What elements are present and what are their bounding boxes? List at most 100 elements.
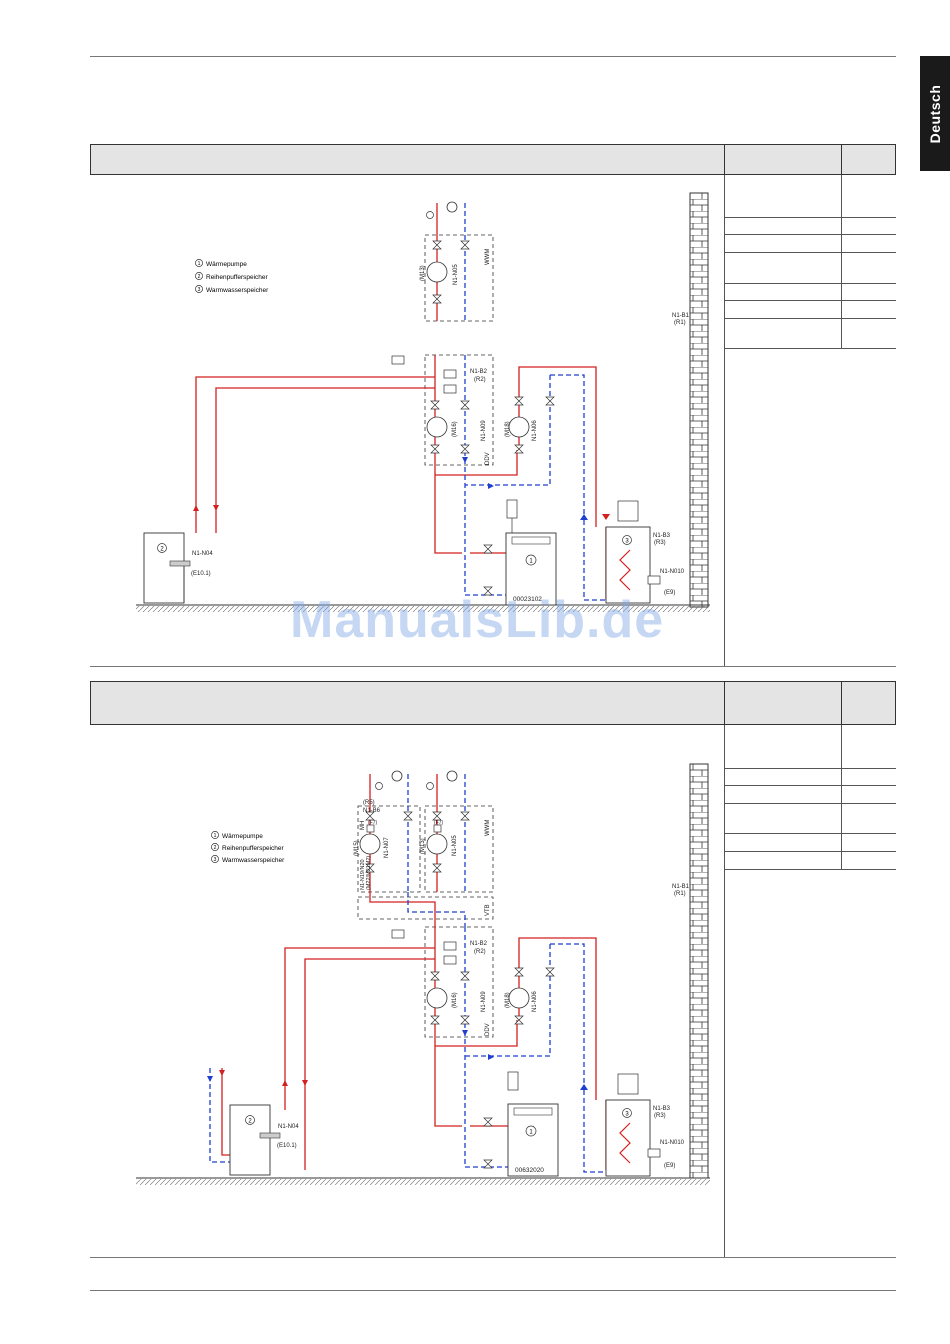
svg-text:N1-N09: N1-N09 (481, 420, 487, 441)
svg-text:2: 2 (198, 274, 201, 280)
diagram1-labels: WWM (M13) N1-N05 N1-B2 (R2) (M16) N1-N09… (191, 249, 690, 603)
flow-arrows (207, 1030, 588, 1090)
svg-text:N1-N19/N20: N1-N19/N20 (360, 859, 366, 890)
svg-text:N1-N07: N1-N07 (384, 837, 390, 858)
svg-text:VTB: VTB (485, 904, 491, 916)
svg-text:2: 2 (214, 845, 217, 851)
legend-item-buffer: Reihenpufferspeicher (206, 274, 269, 281)
wall (689, 763, 709, 1179)
section1-header (90, 144, 896, 175)
language-tab[interactable]: Deutsch (920, 56, 950, 171)
svg-text:(M13): (M13) (420, 838, 426, 854)
svg-text:WWM: WWM (485, 249, 491, 265)
svg-text:N1-B2: N1-B2 (470, 941, 488, 947)
ground (136, 606, 710, 612)
module-ddv (424, 354, 494, 466)
svg-text:N1-N010: N1-N010 (660, 569, 685, 575)
svg-text:(R3): (R3) (654, 540, 666, 546)
dhw-tank (605, 526, 651, 604)
svg-text:1: 1 (529, 1130, 533, 1136)
svg-text:N1-N09: N1-N09 (481, 991, 487, 1012)
svg-text:(E10.1): (E10.1) (277, 1143, 297, 1149)
svg-text:(F7): (F7) (368, 820, 378, 826)
svg-text:(E9): (E9) (664, 590, 675, 596)
svg-text:(M15): (M15) (354, 840, 360, 856)
diagram2-labels: (R5) N1-B6 MH (F7) (F7) (M15) N1-N07 (M1… (277, 800, 690, 1174)
legend-item-dhw: Warmwasserspeicher (222, 857, 285, 864)
valves (430, 240, 555, 596)
svg-text:(R2): (R2) (474, 949, 486, 955)
legend-item-dhw: Warmwasserspeicher (206, 287, 269, 294)
svg-text:3: 3 (214, 857, 217, 863)
buffer-tank (229, 1104, 271, 1176)
svg-text:3: 3 (625, 1112, 629, 1118)
svg-text:(M16): (M16) (452, 421, 458, 437)
svg-text:WWM: WWM (485, 820, 491, 836)
svg-text:(M18): (M18) (505, 992, 511, 1008)
svg-text:1: 1 (214, 833, 217, 839)
svg-text:N1-B2: N1-B2 (470, 369, 488, 375)
section1-bottom-rule (90, 666, 896, 667)
diagram-code: 00023102 (513, 596, 542, 603)
heat-pump (505, 532, 557, 606)
svg-text:(R5): (R5) (363, 800, 375, 806)
section2-header (90, 681, 896, 725)
svg-text:(R1): (R1) (674, 320, 686, 326)
svg-text:N1-B3: N1-B3 (653, 533, 671, 539)
language-tab-label: Deutsch (927, 84, 943, 143)
svg-text:1: 1 (198, 261, 201, 267)
hydraulic-diagram-2: 1 Wärmepumpe 2 Reihenpufferspeicher 3 Wa… (136, 763, 710, 1185)
svg-text:N1-B6: N1-B6 (363, 808, 381, 814)
hydraulic-diagram-1: 1 Wärmepumpe 2 Reihenpufferspeicher 3 Wa… (136, 192, 710, 612)
legend-item-heat-pump: Wärmepumpe (222, 833, 263, 840)
svg-text:(E9): (E9) (664, 1163, 675, 1169)
svg-text:3: 3 (198, 287, 201, 293)
svg-text:N1-N05: N1-N05 (453, 264, 459, 285)
section1-side-divider (724, 175, 725, 666)
svg-text:1: 1 (529, 559, 533, 565)
svg-text:MH: MH (360, 821, 366, 830)
svg-text:2: 2 (160, 547, 164, 553)
svg-text:N1-N06: N1-N06 (532, 991, 538, 1012)
module-ddv (424, 926, 494, 1038)
svg-text:N1-B1: N1-B1 (672, 884, 690, 890)
flow-arrows (193, 457, 610, 520)
bottom-rule (90, 1290, 896, 1291)
svg-text:(R2): (R2) (474, 377, 486, 383)
svg-text:N1-N05: N1-N05 (452, 835, 458, 856)
svg-text:N1-B3: N1-B3 (653, 1106, 671, 1112)
diagram-code: 00632020 (515, 1167, 544, 1174)
svg-text:(E10.1): (E10.1) (191, 571, 211, 577)
svg-text:(R3): (R3) (654, 1113, 666, 1119)
section2-bottom-rule (90, 1257, 896, 1258)
legend-item-buffer: Reihenpufferspeicher (222, 845, 285, 852)
svg-text:N1-N06: N1-N06 (532, 420, 538, 441)
svg-text:(M22/M21M2): (M22/M21M2) (366, 856, 372, 890)
valves (365, 811, 555, 1169)
legend-item-heat-pump: Wärmepumpe (206, 261, 247, 268)
svg-text:(R1): (R1) (674, 891, 686, 897)
top-rule (90, 56, 896, 57)
svg-text:N1-N04: N1-N04 (278, 1124, 299, 1130)
svg-text:(F7): (F7) (434, 820, 444, 826)
pumps (359, 833, 530, 1009)
pumps (426, 261, 530, 438)
heat-pump (507, 1103, 559, 1177)
wall (689, 192, 709, 608)
svg-text:2: 2 (248, 1119, 252, 1125)
svg-text:DDV: DDV (485, 452, 491, 465)
ground (136, 1179, 710, 1185)
svg-text:(M13): (M13) (420, 265, 426, 281)
return-pipes (464, 203, 606, 601)
section2-side-divider (724, 725, 725, 1257)
svg-text:N1-B1: N1-B1 (672, 313, 690, 319)
svg-text:3: 3 (625, 539, 629, 545)
legend: 1 Wärmepumpe 2 Reihenpufferspeicher 3 Wa… (211, 831, 285, 864)
watermark: ManualsLib.de (290, 591, 665, 649)
legend: 1 Wärmepumpe 2 Reihenpufferspeicher 3 Wa… (195, 259, 269, 294)
svg-text:(M18): (M18) (505, 421, 511, 437)
module-vtb (357, 896, 494, 920)
svg-text:(M16): (M16) (452, 992, 458, 1008)
buffer-tank (143, 532, 185, 604)
dhw-tank (605, 1099, 651, 1177)
